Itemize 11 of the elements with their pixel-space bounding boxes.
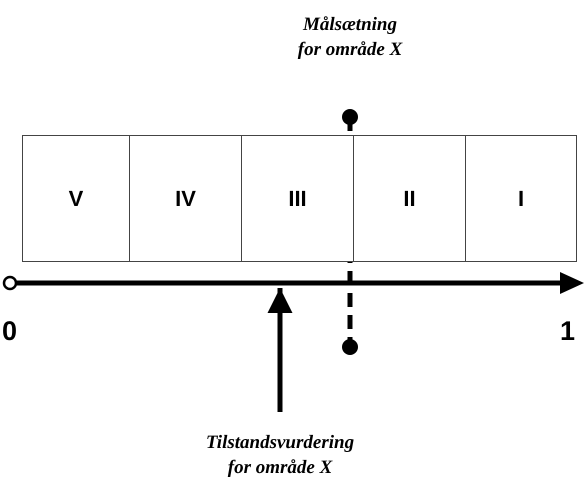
axis-value: 1: [560, 316, 576, 347]
category-cell: V: [22, 135, 130, 262]
axis-value: 0: [2, 316, 18, 347]
axis-arrow: [2, 272, 584, 294]
category-cell: I: [465, 135, 577, 262]
category-cell: II: [353, 135, 466, 262]
category-cell: III: [241, 135, 354, 262]
category-cell: IV: [129, 135, 242, 262]
annotation-text: Målsætning for område X: [296, 13, 404, 62]
annotation-text: Tilstandsvurdering for område X: [204, 431, 356, 480]
arrow: [268, 288, 292, 412]
